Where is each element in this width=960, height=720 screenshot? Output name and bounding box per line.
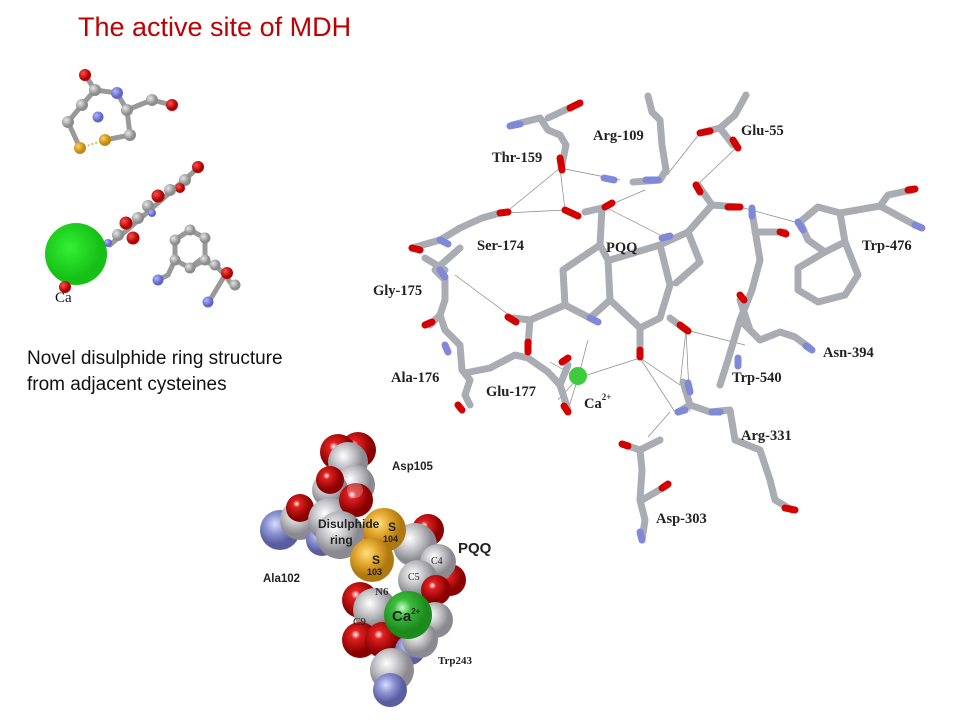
label-ca-spacefill: Ca2+ <box>392 607 421 625</box>
label-ca-charge: 2+ <box>602 392 612 402</box>
label-pqq: PQQ <box>606 240 637 256</box>
label-asp105: Asp105 <box>392 461 434 473</box>
caption-line-2: from adjacent cysteines <box>27 374 227 395</box>
label-disulphide-2: ring <box>330 533 353 547</box>
label-c9: C9 <box>353 616 366 628</box>
trp-residue <box>155 227 235 303</box>
label-asn394: Asn-394 <box>823 345 874 361</box>
ca-label: Ca <box>55 290 72 306</box>
label-pqq-spacefill: PQQ <box>458 540 492 557</box>
label-trp243: Trp243 <box>438 655 473 667</box>
calcium-ion-sphere <box>45 223 107 285</box>
calcium-sphere <box>384 591 432 639</box>
label-trp476: Trp-476 <box>862 238 912 254</box>
label-ca-symbol: Ca <box>584 396 602 412</box>
label-asp303: Asp-303 <box>656 511 707 527</box>
label-thr159: Thr-159 <box>492 150 542 166</box>
slide-title: The active site of MDH <box>78 12 352 42</box>
stick-model-figure: Arg-109 Glu-55 Thr-159 Ser-174 PQQ Trp-4… <box>373 91 926 544</box>
label-ca: Ca2+ <box>584 392 611 412</box>
label-s103-num: 103 <box>367 567 382 577</box>
label-s103: S <box>372 553 380 567</box>
label-trp540: Trp-540 <box>732 370 782 386</box>
label-disulphide-1: Disulphide <box>318 517 380 531</box>
label-s104-num: 104 <box>383 534 398 544</box>
label-arg109: Arg-109 <box>593 128 644 144</box>
label-ca-sf-charge: 2+ <box>411 607 420 616</box>
label-ala176: Ala-176 <box>391 370 439 386</box>
label-ca-sf-symbol: Ca <box>392 608 412 625</box>
label-s104: S <box>388 520 396 534</box>
caption-line-1: Novel disulphide ring structure <box>27 348 283 369</box>
label-ala102: Ala102 <box>263 573 300 585</box>
label-c5: C5 <box>408 572 420 583</box>
label-n6: N6 <box>375 586 389 598</box>
label-ser174: Ser-174 <box>477 238 524 254</box>
label-glu55: Glu-55 <box>741 123 784 139</box>
oxygen-atoms <box>408 99 919 514</box>
label-c4: C4 <box>431 556 443 567</box>
label-glu177: Glu-177 <box>486 384 536 400</box>
ballstick-figure: Ca <box>45 69 241 308</box>
disulphide-molecule <box>65 72 175 151</box>
slide-caption: Novel disulphide ring structure from adj… <box>27 346 283 398</box>
label-gly175: Gly-175 <box>373 283 422 299</box>
spacefill-figure: Asp105 Disulphide ring S 104 S 103 PQQ C… <box>260 432 492 707</box>
calcium-ion <box>569 367 587 385</box>
label-arg331: Arg-331 <box>741 428 792 444</box>
nitrogen-atoms <box>436 120 926 544</box>
